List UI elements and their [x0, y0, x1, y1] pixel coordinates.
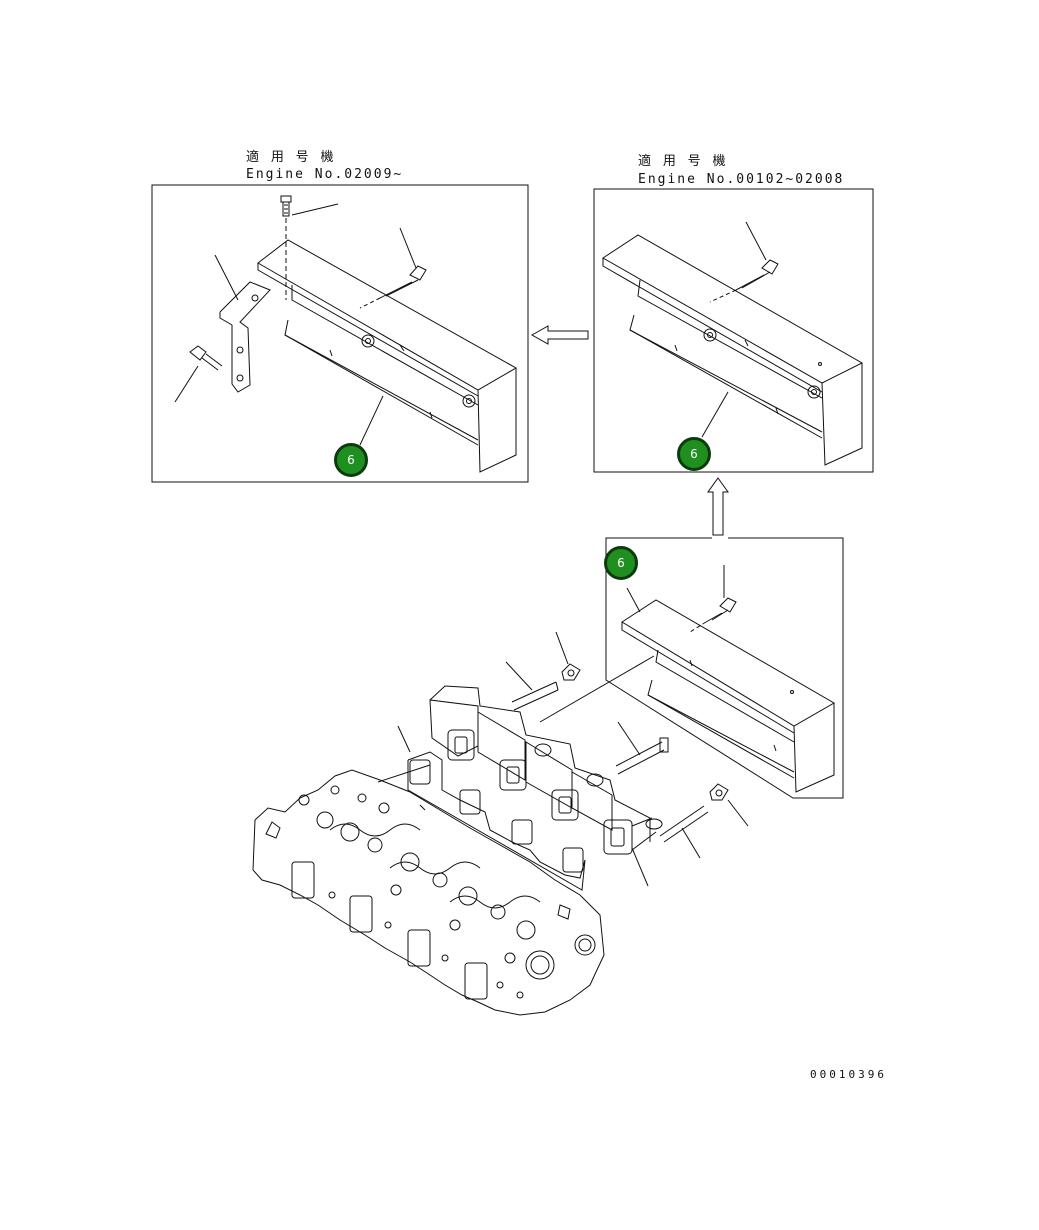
- right-leader-callout: [701, 391, 729, 438]
- drawing-number: 00010396: [810, 1068, 887, 1081]
- lower-leader-callout: [626, 587, 641, 613]
- left-panel-engine-range: Engine No.02009~: [246, 167, 404, 182]
- callout-6-left[interactable]: 6: [334, 443, 368, 477]
- lower-heat-shield-cover: [621, 599, 836, 793]
- right-side-bolt: [709, 221, 779, 303]
- cylinder-head: [252, 764, 605, 1016]
- right-panel-applicable-label: 適 用 号 機: [638, 154, 728, 169]
- right-heat-shield-cover: [602, 234, 864, 466]
- manifold-gasket: [397, 725, 586, 891]
- left-panel-applicable-label: 適 用 号 機: [246, 150, 336, 165]
- manifold-stud-bolts: [505, 631, 749, 887]
- callout-6-lower[interactable]: 6: [604, 546, 638, 580]
- left-heat-shield-cover: [257, 239, 518, 473]
- left-arrow-icon: [530, 325, 589, 345]
- left-detail-frame: [151, 184, 529, 483]
- right-panel-engine-range: Engine No.00102~02008: [638, 172, 845, 187]
- left-mounting-bracket: [214, 254, 271, 393]
- lower-detail-frame: [605, 537, 844, 799]
- cover-to-manifold-line: [539, 655, 655, 723]
- left-top-bolt: [280, 195, 339, 300]
- callout-6-right[interactable]: 6: [677, 437, 711, 471]
- left-side-bolt: [359, 227, 427, 309]
- lower-cover-bolt: [689, 565, 737, 633]
- left-leader-callout: [359, 395, 384, 446]
- exhaust-manifold: [419, 685, 663, 855]
- up-arrow-icon: [707, 477, 729, 536]
- left-bracket-bolt: [174, 345, 223, 403]
- right-detail-frame: [593, 188, 874, 473]
